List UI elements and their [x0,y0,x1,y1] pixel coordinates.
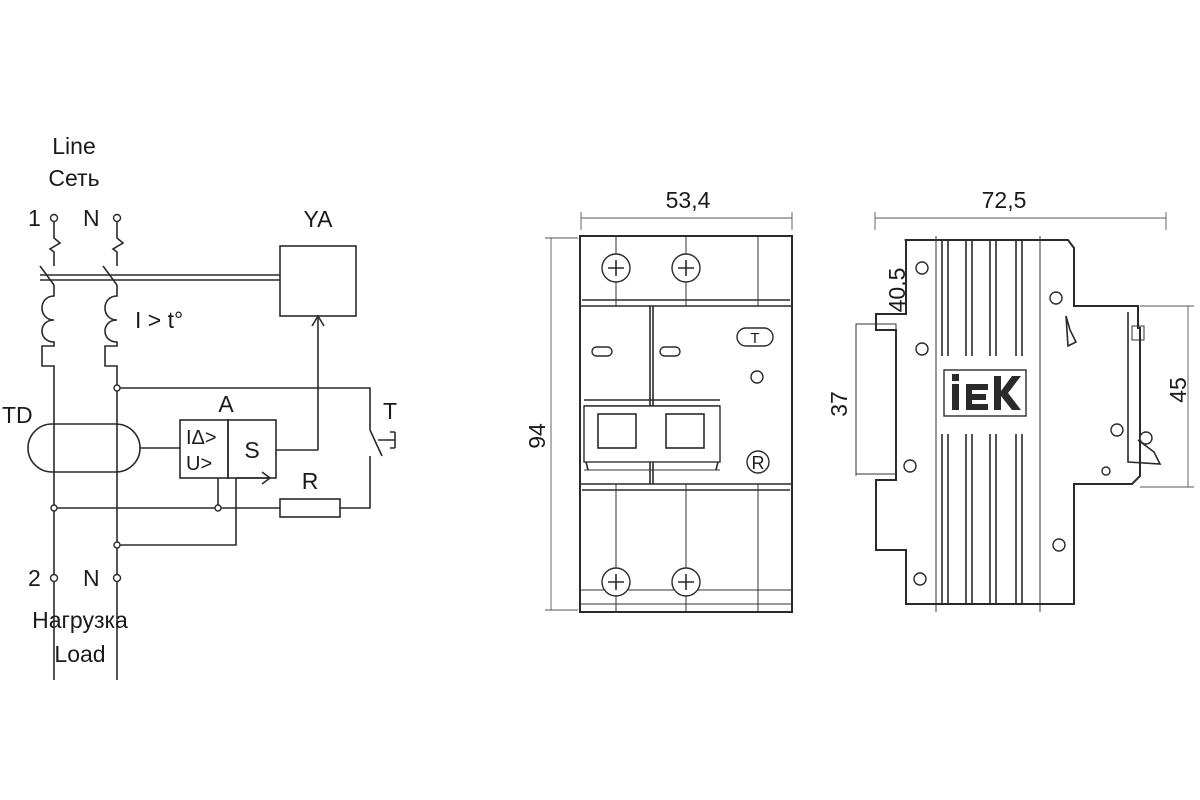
indicator-window-1 [591,346,613,357]
front-view: 53,4 94 [524,187,793,613]
terminal-n-bottom-label: N [83,565,100,591]
side-view: 72,5 45 40,5 37 [826,187,1194,612]
front-width-dimension: 53,4 [666,187,711,213]
front-bottom-screw-1 [601,567,631,597]
side-height-dimension: 45 [1165,377,1191,403]
td-label: TD [2,402,33,428]
front-height-dimension: 94 [524,423,550,449]
terminal-2 [49,573,59,583]
side-housing-profile [875,239,1141,605]
side-width-dimension: 72,5 [982,187,1027,213]
front-toggle-levers [583,399,721,471]
front-bottom-screw-2 [671,567,701,597]
iek-brand-logo [943,369,1027,417]
test-button-mark: T [750,330,759,347]
terminal-n-top-label: N [83,205,100,231]
line-label-ru: Сеть [48,165,99,191]
terminal-n-bottom [112,573,122,583]
t-label: T [383,398,397,424]
led-indicator [750,370,764,384]
indicator-window-2 [659,346,681,357]
u-label: U> [186,453,212,475]
r-label: R [302,468,319,494]
side-rail-dimension: 37 [826,391,852,417]
wiring-schematic: Line Сеть 1 N I > t° YA TD [2,133,397,680]
terminal-n-top [112,213,122,223]
s-label: S [244,437,259,463]
test-button-symbol [369,429,396,462]
terminal-1 [49,213,59,223]
load-label-ru: Нагрузка [32,607,128,633]
front-test-button: T [736,327,774,347]
ya-release-box [279,245,357,317]
side-cooling-fins [935,236,1041,612]
terminal-2-label: 2 [28,565,41,591]
load-label-en: Load [54,641,105,667]
line-label-en: Line [52,133,95,159]
front-reset-mark: R [746,450,770,474]
td-current-transformer [27,423,141,473]
front-top-screw-1 [601,253,631,283]
a-label: A [218,391,234,417]
din-rail-clip [855,323,897,475]
svg-text:R: R [752,453,765,473]
overcurrent-label: I > t° [135,307,183,333]
resistor-r [279,498,341,518]
ya-label: YA [304,206,334,232]
i-delta-label: IΔ> [186,427,217,449]
front-top-screw-2 [671,253,701,283]
terminal-1-label: 1 [28,205,41,231]
